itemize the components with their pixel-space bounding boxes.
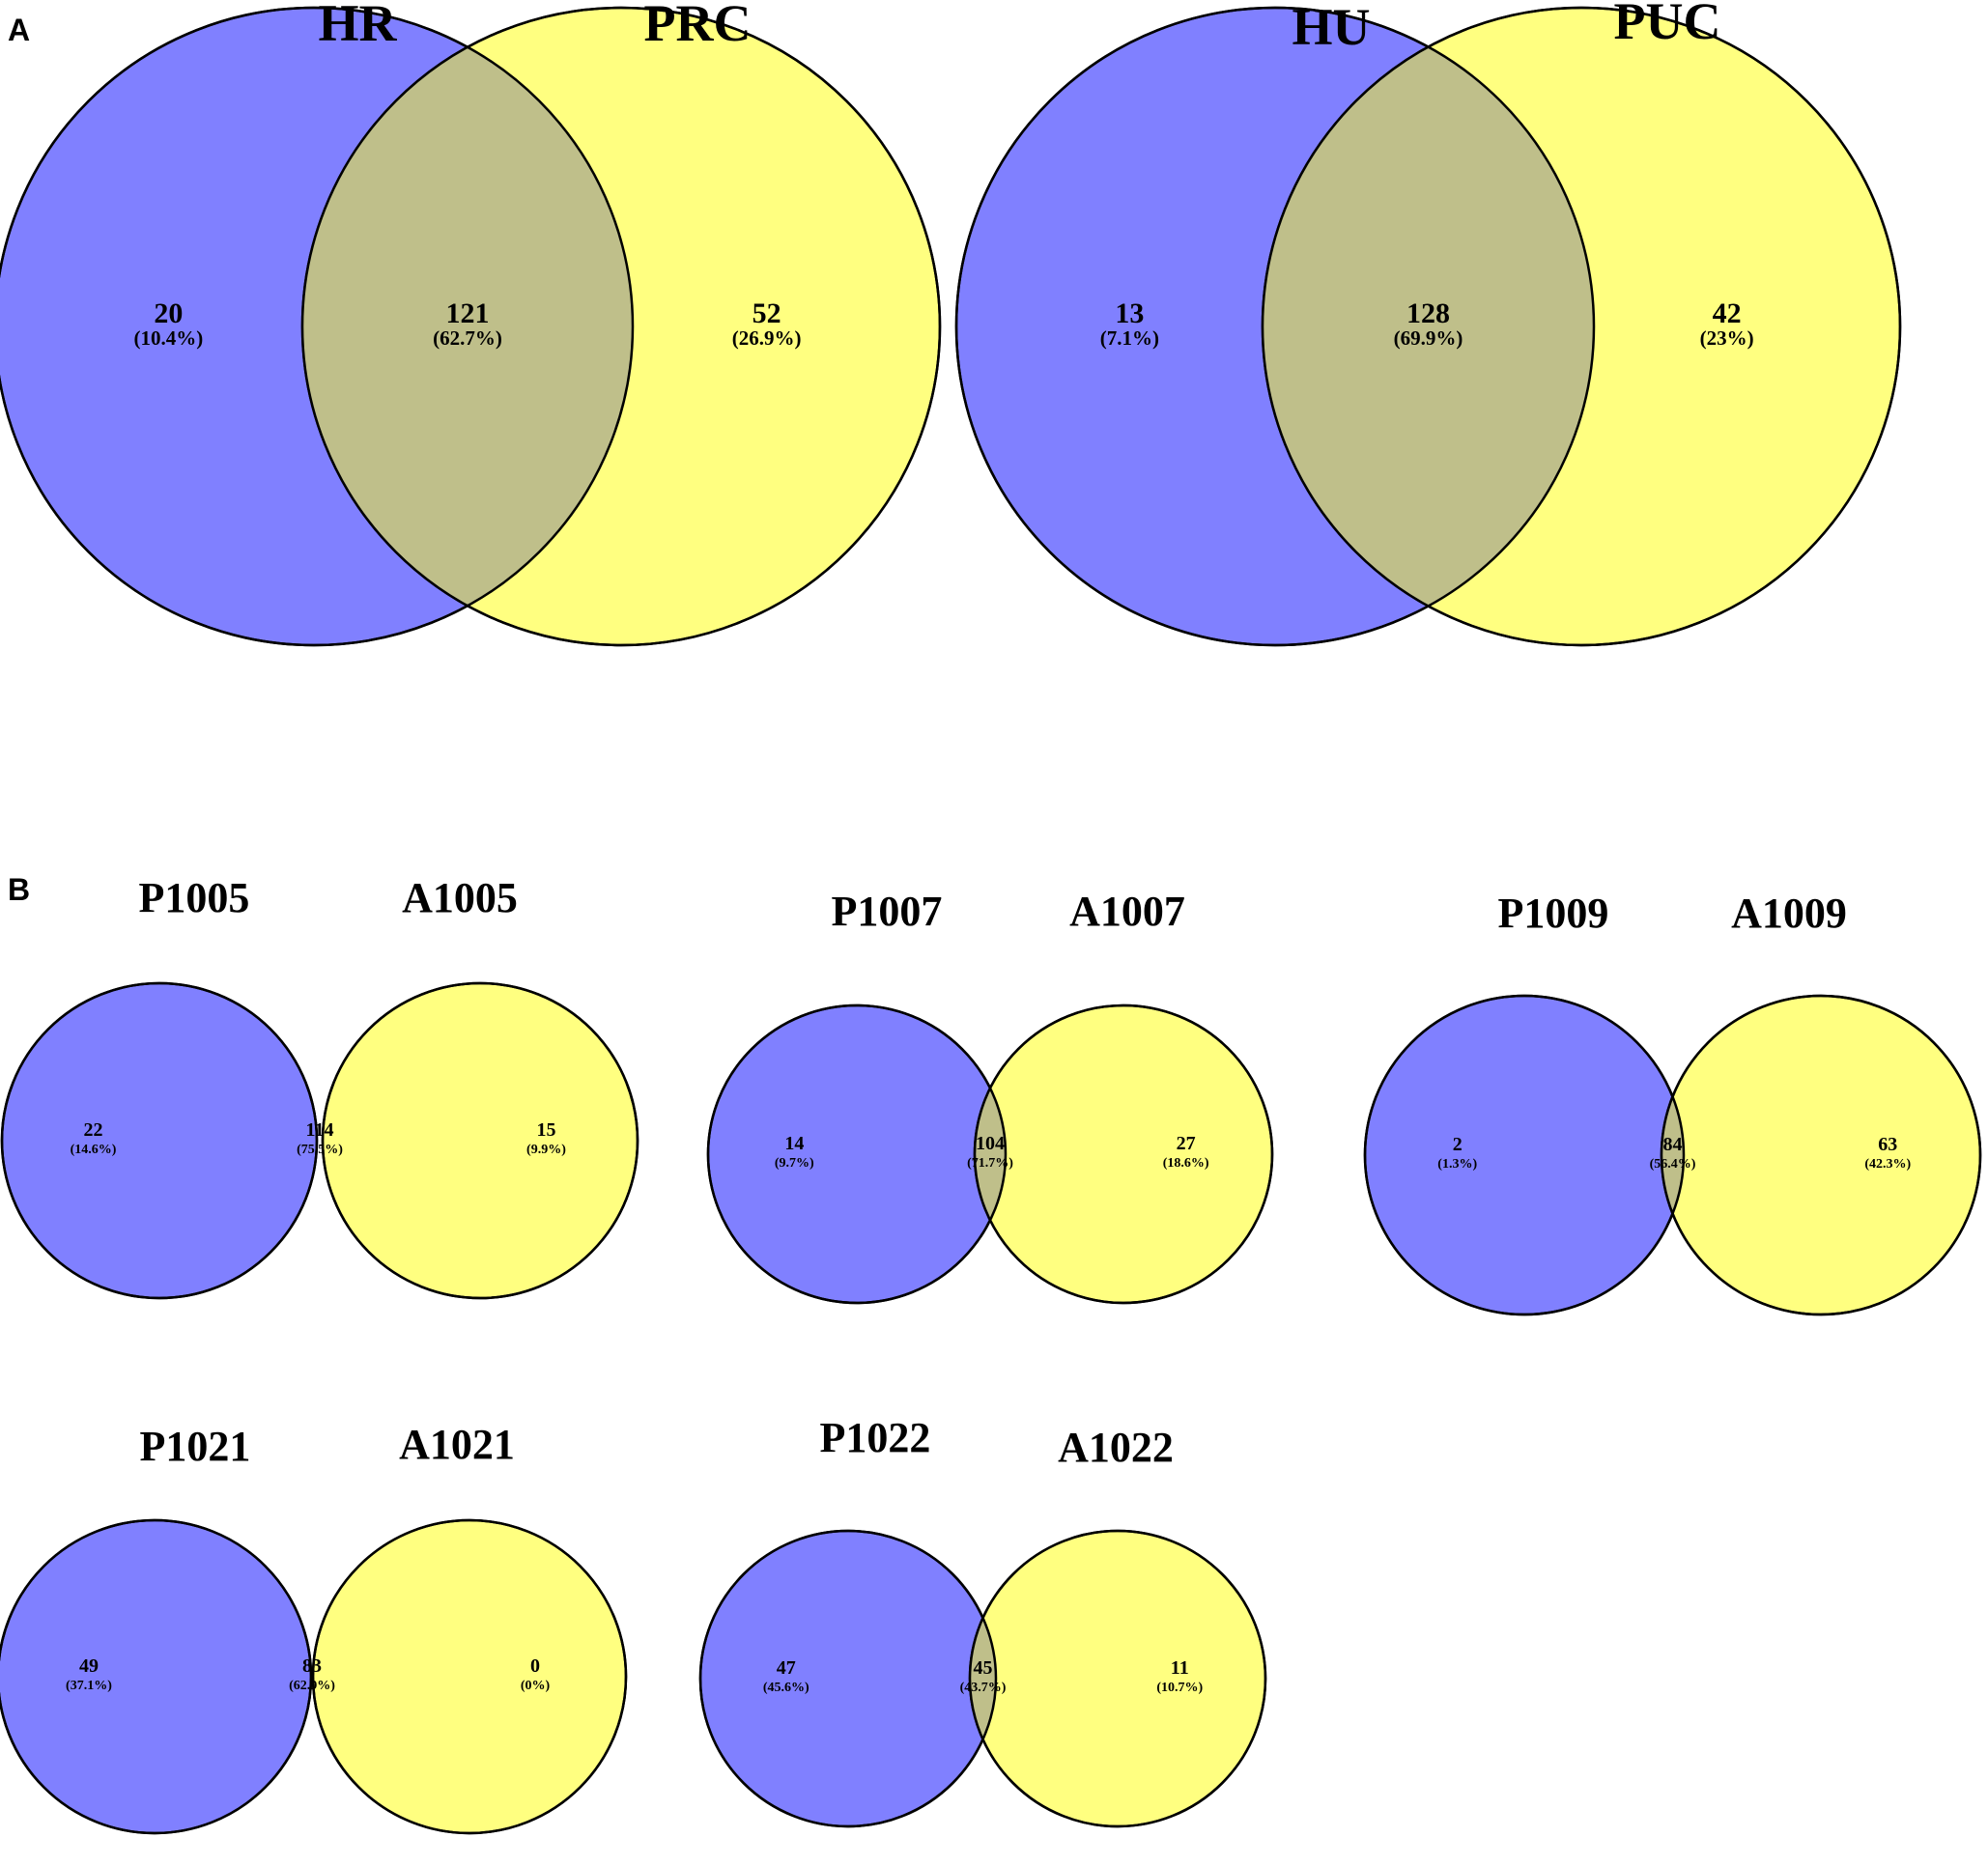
left-only-count: 47 <box>777 1657 796 1679</box>
left-set-outline <box>698 1529 998 1828</box>
left-only-percent: (10.4%) <box>134 326 204 350</box>
left-set-circle <box>706 1004 1008 1305</box>
left-only-percent: (9.7%) <box>775 1156 814 1171</box>
overlap-percent: (69.9%) <box>1394 326 1463 350</box>
overlap-percent: (43.7%) <box>960 1681 1007 1695</box>
left-only-count: 14 <box>784 1133 804 1154</box>
overlap-count: 104 <box>976 1133 1005 1154</box>
left-set-label: P1005 <box>139 874 250 921</box>
left-set-circle <box>1363 994 1686 1316</box>
left-set-outline <box>0 6 635 647</box>
left-only-percent: (1.3%) <box>1437 1157 1477 1172</box>
right-only-count: 52 <box>753 297 781 329</box>
left-set-circle <box>698 1529 998 1828</box>
venn-p1007-a1007: P1007 A1007 14 (9.7%) 104 (71.7%) 27 (18.6%) <box>706 888 1274 1305</box>
overlap-region <box>302 8 633 645</box>
right-set-outline <box>1660 994 1982 1316</box>
right-set-outline <box>321 981 639 1300</box>
overlap-percent: (56.4%) <box>1650 1157 1696 1172</box>
overlap-percent: (71.7%) <box>967 1156 1013 1171</box>
right-only-percent: (10.7%) <box>1156 1681 1203 1695</box>
overlap-count: 114 <box>306 1119 334 1141</box>
left-set-circle <box>0 981 319 1300</box>
right-only-percent: (18.6%) <box>1163 1156 1209 1171</box>
right-only-count: 27 <box>1177 1133 1196 1154</box>
right-set-label: PUC <box>1614 0 1721 50</box>
right-set-label: A1009 <box>1731 890 1847 937</box>
left-set-circle <box>0 1518 313 1835</box>
venn-p1022-a1022: P1022 A1022 47 (45.6%) 45 (43.7%) 11 (10.7%) <box>698 1414 1267 1828</box>
left-only-percent: (45.6%) <box>763 1681 809 1695</box>
right-set-label: A1022 <box>1058 1424 1174 1471</box>
right-set-outline <box>973 1004 1274 1305</box>
left-set-label: HU <box>1292 0 1371 56</box>
venn-p1009-a1009: P1009 A1009 2 (1.3%) 84 (56.4%) 63 (42.3%) <box>1363 890 1982 1316</box>
overlap-percent: (75.5%) <box>297 1143 343 1157</box>
right-only-count: 63 <box>1878 1134 1897 1155</box>
left-only-count: 49 <box>79 1655 99 1677</box>
left-set-outline <box>1363 994 1686 1316</box>
left-only-percent: (37.1%) <box>66 1679 112 1693</box>
right-only-count: 11 <box>1171 1657 1189 1679</box>
right-set-circle <box>1660 994 1982 1316</box>
right-set-outline <box>300 6 942 647</box>
overlap-percent: (62.7%) <box>433 326 502 350</box>
right-set-label: PRC <box>644 0 752 52</box>
right-set-circle <box>321 981 639 1300</box>
right-only-percent: (9.9%) <box>526 1143 566 1157</box>
left-set-label: P1009 <box>1498 890 1609 937</box>
overlap-percent: (62.9%) <box>289 1679 335 1693</box>
left-set-outline <box>0 981 319 1300</box>
overlap-count: 121 <box>446 297 490 329</box>
right-only-count: 15 <box>536 1119 555 1141</box>
right-only-percent: (23%) <box>1700 326 1754 350</box>
right-set-circle <box>973 1004 1274 1305</box>
overlap-count: 45 <box>974 1657 993 1679</box>
left-set-label: HR <box>319 0 398 52</box>
right-only-count: 42 <box>1713 297 1742 329</box>
venn-hr-prc: HR PRC 20(10.4%) 121(62.7%) 52(26.9%) <box>0 0 942 647</box>
left-only-percent: (14.6%) <box>71 1143 117 1157</box>
right-set-label: A1021 <box>399 1421 515 1468</box>
panel-label-b: B <box>8 872 30 907</box>
left-only-count: 2 <box>1453 1134 1463 1155</box>
overlap-count: 128 <box>1406 297 1450 329</box>
right-set-outline <box>1261 6 1902 647</box>
panel-label-a: A <box>8 13 30 47</box>
left-set-outline <box>706 1004 1008 1305</box>
right-set-label: A1007 <box>1069 888 1185 935</box>
left-only-count: 20 <box>154 297 183 329</box>
left-set-label: P1021 <box>140 1423 251 1470</box>
venn-p1021-a1021: P1021 A1021 49 (37.1%) 83 (62.9%) 0 (0%) <box>0 1421 628 1835</box>
right-set-outline <box>968 1529 1267 1828</box>
left-only-percent: (7.1%) <box>1100 326 1159 350</box>
right-set-outline <box>311 1518 628 1835</box>
venn-p1005-a1005: P1005 A1005 22 (14.6%) 114 (75.5%) 15 (9.9%) <box>0 874 639 1300</box>
right-only-count: 0 <box>530 1655 540 1677</box>
left-set-label: P1007 <box>832 888 943 935</box>
left-set-outline <box>0 1518 313 1835</box>
left-set-label: P1022 <box>820 1414 931 1461</box>
right-only-percent: (26.9%) <box>732 326 802 350</box>
left-only-count: 13 <box>1115 297 1144 329</box>
right-set-label: A1005 <box>402 874 518 921</box>
left-only-count: 22 <box>84 1119 103 1141</box>
right-set-circle <box>311 1518 628 1835</box>
right-only-percent: (42.3%) <box>1864 1157 1911 1172</box>
venn-hu-puc: HU PUC 13(7.1%) 128(69.9%) 42(23%) <box>954 0 1902 647</box>
overlap-region <box>1263 8 1594 645</box>
left-set-outline <box>954 6 1596 647</box>
right-set-circle <box>968 1529 1267 1828</box>
overlap-count: 83 <box>302 1655 322 1677</box>
right-only-percent: (0%) <box>521 1679 551 1693</box>
overlap-count: 84 <box>1663 1134 1683 1155</box>
